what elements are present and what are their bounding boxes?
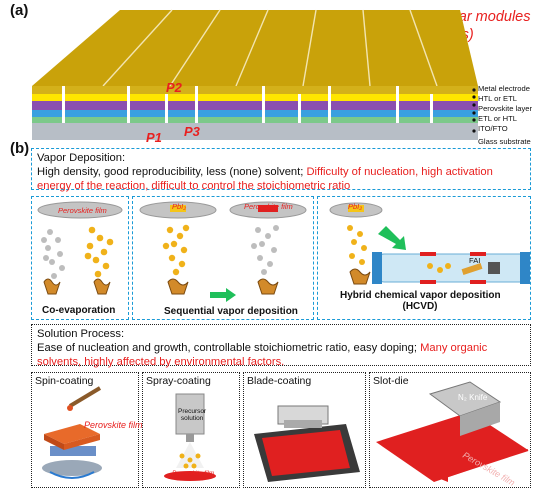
- label-metal-electrode: Metal electrode: [478, 84, 530, 93]
- sequential-illustration: [139, 201, 307, 302]
- layer-htl: [32, 94, 478, 101]
- vapor-deposition-summary: Vapor Deposition: High density, good rep…: [31, 148, 531, 193]
- sequential-film-label: Perovskite film: [244, 202, 293, 211]
- hcvd-arrow-icon: [378, 226, 406, 250]
- vapor-cons: Difficulty of nucleation, high activatio…: [37, 166, 493, 192]
- spray-coating-illustration: [164, 393, 216, 481]
- solution-pros: Ease of nucleation and growth, controlla…: [37, 342, 421, 354]
- blade-coating-title: Blade-coating: [247, 375, 312, 387]
- scribe-p2-label: P2: [166, 80, 182, 95]
- vapor-heading: Vapor Deposition:: [37, 152, 126, 164]
- spin-coating-film-label: Perovskite film: [84, 420, 143, 430]
- vapor-methods-illustration: [37, 201, 530, 302]
- hcvd-illustration: [329, 202, 530, 285]
- panel-b-label: (b): [10, 140, 30, 157]
- spin-coating-illustration: [42, 386, 102, 479]
- scribe-p1-label: P1: [146, 130, 162, 145]
- coevap-caption: Co-evaporation: [42, 305, 116, 316]
- slot-die-illustration: [376, 381, 529, 482]
- panel-a-label: (a): [10, 2, 29, 19]
- label-glass-substrate: Glass substrate: [478, 137, 531, 146]
- scribe-lines: [62, 86, 433, 123]
- layer-glass: [32, 123, 478, 140]
- hcvd-fai-label: FAI: [469, 256, 481, 265]
- spray-precursor-line2: solution: [180, 415, 204, 422]
- label-htl-etl: HTL or ETL: [478, 94, 517, 103]
- sequential-arrow-icon: [210, 288, 236, 302]
- spin-coating-title: Spin-coating: [35, 375, 94, 387]
- scribe-p3-label: P3: [184, 124, 200, 139]
- vapor-description: High density, good reproducibility, less…: [37, 165, 525, 193]
- layer-etl: [32, 110, 478, 117]
- blade-coating-box: [243, 372, 366, 488]
- slot-die-direction-arrow-icon: [438, 470, 448, 482]
- sequential-vapor-box: [132, 196, 314, 320]
- coevaporation-box: [31, 196, 129, 320]
- spray-precursor-label: Precursor solution: [178, 408, 206, 422]
- spray-precursor-line1: Precursor: [178, 408, 207, 415]
- slot-die-title: Slot-die: [373, 375, 409, 387]
- sequential-caption: Sequential vapor deposition: [164, 306, 298, 317]
- layer-perovskite: [32, 101, 478, 110]
- hcvd-caption-line1: Hybrid chemical vapor deposition: [340, 290, 501, 301]
- hcvd-caption-line2: (HCVD): [402, 301, 438, 312]
- solution-cons: Many organic solvents, highly affected b…: [37, 342, 488, 368]
- label-perovskite-layer: Perovskite layer: [478, 104, 533, 113]
- layer-metal-front: [32, 86, 478, 94]
- metal-grooves: [102, 9, 438, 87]
- hcvd-box: [317, 196, 531, 320]
- coevap-film-label: Perovskite film: [58, 206, 107, 215]
- solution-description: Ease of nucleation and growth, controlla…: [37, 341, 525, 369]
- spray-film-label: Perovskite film: [172, 470, 215, 477]
- label-etl-htl: ETL or HTL: [478, 114, 517, 123]
- solution-heading: Solution Process:: [37, 328, 125, 340]
- spray-coating-title: Spray-coating: [146, 375, 211, 387]
- label-ito-fto: ITO/FTO: [478, 124, 508, 133]
- spin-coating-box: [31, 372, 139, 488]
- vapor-pros: High density, good reproducibility, less…: [37, 166, 307, 178]
- solution-process-summary: Solution Process: Ease of nucleation and…: [31, 324, 531, 369]
- solution-methods-illustration: [42, 381, 529, 482]
- layer-ito: [32, 117, 478, 123]
- slot-die-knife-label: N₂ Knife: [458, 393, 488, 402]
- spray-coating-box: [142, 372, 240, 488]
- coevap-illustration: [37, 201, 123, 295]
- slot-die-box: [369, 372, 531, 488]
- layer-leader-dots: [472, 88, 476, 133]
- blade-coating-illustration: [254, 405, 360, 482]
- sequential-pbi2-label: PbI₂: [172, 202, 187, 211]
- hcvd-caption: Hybrid chemical vapor deposition (HCVD): [340, 290, 501, 312]
- hcvd-pbi2-label: PbI₂: [348, 202, 363, 211]
- psm-layer-stack-diagram: [32, 9, 478, 140]
- metal-top-surface: [32, 10, 478, 86]
